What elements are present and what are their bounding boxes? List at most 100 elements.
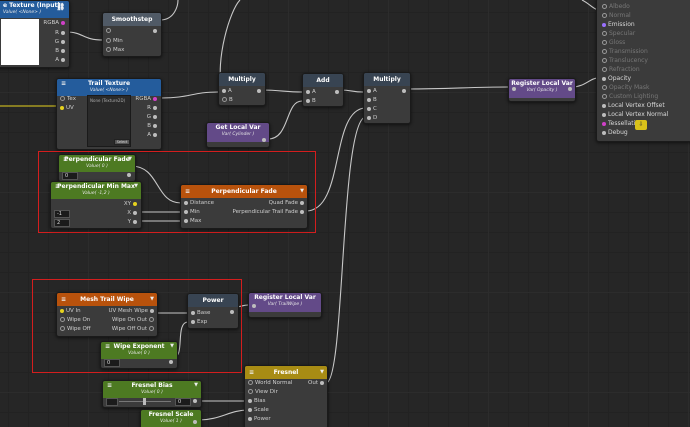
chevron-down-icon[interactable]: ▼ [150, 296, 154, 302]
input-uv[interactable]: UV [58, 105, 74, 112]
master-input-local-vertex-offset[interactable]: Local Vertex Offset [600, 101, 690, 110]
menu-icon[interactable]: ≡ [61, 80, 67, 87]
port-dot-icon[interactable] [133, 219, 137, 224]
perpendicular-fade-value-node[interactable]: ≡ Perpendicular Fade Value( 0 ) ▼ 0 [58, 154, 136, 182]
register-local-var-opacity-node[interactable]: Register Local Var Var( Opacity ) [508, 78, 576, 102]
input-power[interactable]: Power [246, 416, 271, 423]
port-dot-icon[interactable] [184, 209, 188, 214]
output-wipe-off-out[interactable]: Wipe Off Out [112, 326, 156, 333]
get-local-var-node[interactable]: Get Local Var Var( Cylinder ) [206, 122, 270, 148]
port-dot-icon[interactable] [149, 326, 154, 331]
perpendicular-fade-function-node[interactable]: ≡ Perpendicular Fade ▼ Distance Min Max … [180, 184, 308, 229]
menu-icon[interactable]: ≡ [249, 369, 255, 376]
master-input-transmission[interactable]: Transmission [600, 47, 690, 56]
chevron-down-icon[interactable]: ▼ [194, 382, 198, 388]
input-a[interactable]: A [365, 88, 377, 95]
port-dot-icon[interactable] [61, 20, 65, 25]
port-dot-icon[interactable] [602, 13, 607, 18]
port-dot-icon[interactable] [602, 49, 607, 54]
port-dot-icon[interactable] [602, 31, 607, 36]
master-input-refraction[interactable]: Refraction [600, 65, 690, 74]
input-max[interactable]: Max [182, 218, 201, 225]
chevron-down-icon[interactable]: ▼ [300, 188, 304, 194]
port-dot-icon[interactable] [150, 308, 154, 313]
menu-icon[interactable]: ≡ [63, 156, 69, 163]
link-icon[interactable]: ⛓ [56, 3, 65, 11]
output-rgba[interactable]: RGBA [135, 96, 159, 103]
master-input-gloss[interactable]: Gloss [600, 38, 690, 47]
slider-min-field[interactable] [106, 398, 118, 406]
port-dot-icon[interactable] [306, 98, 310, 103]
input-min[interactable]: Min [182, 209, 200, 216]
output-b[interactable]: B [147, 123, 159, 130]
port-dot-icon[interactable] [106, 38, 111, 43]
output-uv-mesh-wipe[interactable]: UV Mesh Wipe [109, 308, 157, 315]
port-dot-icon[interactable] [602, 130, 606, 135]
port-dot-icon[interactable] [60, 326, 65, 331]
add-node[interactable]: Add A B [302, 73, 344, 107]
port-dot-icon[interactable] [61, 30, 65, 35]
input-wipe-on[interactable]: Wipe On [58, 317, 90, 324]
input-b[interactable]: B [304, 98, 316, 105]
master-input-specular[interactable]: Specular [600, 29, 690, 38]
input-b[interactable]: B [220, 97, 233, 104]
port-dot-icon[interactable] [252, 304, 256, 308]
master-input-emission[interactable]: Emission [600, 20, 690, 29]
output-out[interactable]: Out [308, 380, 326, 387]
smoothstep-node[interactable]: Smoothstep Min Max [102, 12, 162, 57]
input-view-dir[interactable]: View Dir [246, 389, 278, 396]
port-dot-icon[interactable] [602, 67, 607, 72]
port-dot-icon[interactable] [602, 121, 606, 126]
port-dot-icon[interactable] [262, 138, 266, 142]
port-dot-icon[interactable] [230, 310, 234, 314]
input-uv-in[interactable]: UV In [58, 308, 81, 315]
output-a[interactable]: A [147, 132, 159, 139]
port-dot-icon[interactable] [60, 308, 64, 313]
port-dot-icon[interactable] [191, 310, 195, 315]
perpendicular-min-max-node[interactable]: ≡ Perpendicular Min Max Value( -1,2 ) ▼ … [50, 181, 142, 229]
output-xy[interactable]: XY [124, 201, 139, 208]
port-dot-icon[interactable] [367, 88, 371, 93]
port-dot-icon[interactable] [153, 29, 157, 33]
input-base[interactable]: Base [189, 310, 210, 317]
input-tex[interactable]: Tex [58, 96, 76, 103]
port-dot-icon[interactable] [320, 380, 324, 385]
chevron-down-icon[interactable]: ▼ [128, 156, 132, 162]
wipe-exponent-node[interactable]: ≡ Wipe Exponent Value( 0 ) ▼ 0 [100, 341, 178, 369]
port-dot-icon[interactable] [512, 87, 516, 91]
master-input-opacity-mask[interactable]: Opacity Mask [600, 83, 690, 92]
master-input-albedo[interactable]: Albedo [600, 2, 690, 11]
output-a[interactable]: A [55, 57, 67, 64]
input-wipe-off[interactable]: Wipe Off [58, 326, 91, 333]
value-field[interactable]: 0 [62, 172, 78, 180]
value-field[interactable]: 0 [175, 398, 191, 406]
port-dot-icon[interactable] [184, 200, 188, 205]
port-dot-icon[interactable] [248, 416, 252, 421]
input-a[interactable]: A [220, 88, 232, 95]
port-dot-icon[interactable] [106, 47, 111, 52]
port-dot-icon[interactable] [602, 22, 606, 27]
port-dot-icon[interactable] [184, 218, 188, 223]
select-texture-button[interactable]: Select [114, 139, 130, 145]
port-dot-icon[interactable] [60, 105, 64, 110]
master-input-opacity[interactable]: Opacity [600, 74, 690, 83]
port-dot-icon[interactable] [602, 76, 606, 81]
power-node[interactable]: Power Base Exp [187, 293, 239, 329]
port-dot-icon[interactable] [602, 58, 607, 63]
port-dot-icon[interactable] [402, 89, 406, 93]
port-dot-icon[interactable] [248, 389, 253, 394]
port-dot-icon[interactable] [153, 105, 157, 110]
output-r[interactable]: R [147, 105, 159, 112]
output-b[interactable]: B [55, 48, 67, 55]
texture-input-node[interactable]: e Texture (Input) Value( <None> ) ⛓ RGBA… [0, 0, 70, 68]
port-dot-icon[interactable] [335, 90, 339, 94]
menu-icon[interactable]: ≡ [55, 183, 61, 190]
port-dot-icon[interactable] [367, 106, 371, 111]
output-rgba[interactable]: RGBA [43, 20, 67, 27]
master-input-tessellation[interactable]: Tessellation [600, 119, 690, 128]
port-dot-icon[interactable] [61, 48, 65, 53]
value-field[interactable]: 0 [104, 359, 120, 367]
input-distance[interactable]: Distance [182, 200, 214, 207]
value-field-y[interactable]: 2 [54, 219, 70, 227]
